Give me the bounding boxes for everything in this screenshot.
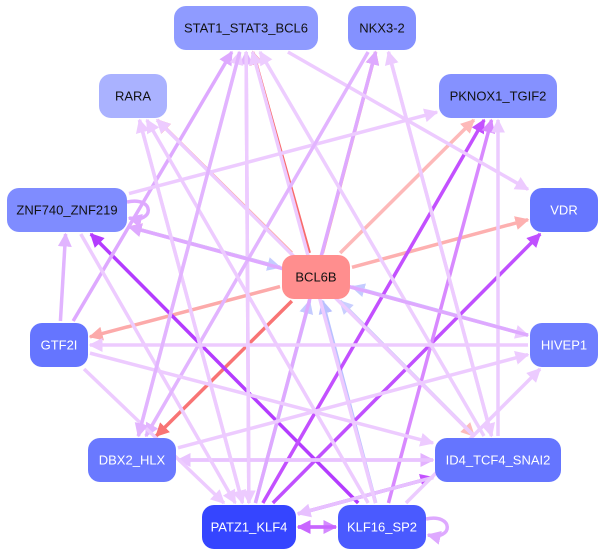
node-pknox1_tgif2[interactable]: PKNOX1_TGIF2: [439, 74, 557, 118]
node-box[interactable]: [30, 323, 88, 367]
edge-znf740_znf219-to-pknox1_tgif2: [128, 108, 439, 196]
node-label: VDR: [550, 203, 577, 218]
node-box[interactable]: [439, 74, 557, 118]
edge-gtf2i-to-id4_tcf4_snai2: [89, 351, 435, 447]
node-vdr[interactable]: VDR: [530, 188, 598, 232]
node-label: ZNF740_ZNF219: [16, 203, 117, 218]
node-label: ID4_TCF4_SNAI2: [446, 453, 551, 468]
node-label: DBX2_HLX: [99, 453, 166, 468]
edge-id4_tcf4_snai2-to-stat1_stat3_bcl6: [258, 50, 486, 437]
edge-patz1_klf4-to-pknox1_tgif2: [261, 118, 486, 504]
node-box[interactable]: [99, 74, 167, 118]
node-label: STAT1_STAT3_BCL6: [184, 21, 308, 36]
edge-znf740_znf219-to-znf740_znf219: [126, 199, 150, 228]
edge-klf16_sp2-to-znf740_znf219: [89, 232, 360, 505]
node-box[interactable]: [348, 6, 416, 50]
node-box[interactable]: [530, 188, 598, 232]
node-label: PATZ1_KLF4: [211, 520, 288, 535]
node-box[interactable]: [435, 438, 561, 482]
node-bcl6b[interactable]: BCL6B: [282, 255, 350, 299]
node-label: BCL6B: [295, 270, 336, 285]
edge-stat1_stat3_bcl6-to-dbx2_hlx: [134, 51, 242, 438]
node-klf16_sp2[interactable]: KLF16_SP2: [338, 505, 426, 549]
node-box[interactable]: [202, 505, 296, 549]
node-box[interactable]: [338, 505, 426, 549]
edge-bcl6b-to-pknox1_tgif2: [338, 118, 476, 255]
node-box[interactable]: [174, 6, 318, 50]
node-label: KLF16_SP2: [347, 520, 417, 535]
node-label: HIVEP1: [541, 338, 587, 353]
edge-klf16_sp2-to-rara: [145, 118, 370, 504]
edge-dbx2_hlx-to-hivep1: [177, 351, 530, 450]
edge-nkx3-2-to-id4_tcf4_snai2: [386, 51, 496, 438]
node-id4_tcf4_snai2[interactable]: ID4_TCF4_SNAI2: [435, 438, 561, 482]
node-gtf2i[interactable]: GTF2I: [30, 323, 88, 367]
node-box[interactable]: [88, 438, 176, 482]
edges-layer: [57, 50, 542, 545]
node-patz1_klf4[interactable]: PATZ1_KLF4: [202, 505, 296, 549]
node-label: PKNOX1_TGIF2: [450, 89, 547, 104]
node-nkx3-2[interactable]: NKX3-2: [348, 6, 416, 50]
node-dbx2_hlx[interactable]: DBX2_HLX: [88, 438, 176, 482]
edge-klf16_sp2-to-klf16_sp2: [425, 516, 449, 545]
edge-nkx3-2-to-dbx2_hlx: [144, 51, 370, 438]
edge-znf740_znf219-to-patz1_klf4: [79, 233, 237, 505]
node-label: GTF2I: [41, 338, 78, 353]
node-hivep1[interactable]: HIVEP1: [530, 323, 598, 367]
node-box[interactable]: [282, 255, 350, 299]
node-znf740_znf219[interactable]: ZNF740_ZNF219: [7, 188, 127, 232]
node-rara[interactable]: RARA: [99, 74, 167, 118]
edge-gtf2i-to-patz1_klf4: [82, 367, 226, 505]
node-box[interactable]: [530, 323, 598, 367]
node-stat1_stat3_bcl6[interactable]: STAT1_STAT3_BCL6: [174, 6, 318, 50]
edge-patz1_klf4-to-rara: [135, 118, 245, 504]
edge-gtf2i-to-znf740_znf219: [57, 232, 72, 322]
node-label: NKX3-2: [359, 21, 405, 36]
edge-stat1_stat3_bcl6-to-patz1_klf4: [241, 51, 256, 505]
node-label: RARA: [115, 89, 151, 104]
node-box[interactable]: [7, 188, 127, 232]
